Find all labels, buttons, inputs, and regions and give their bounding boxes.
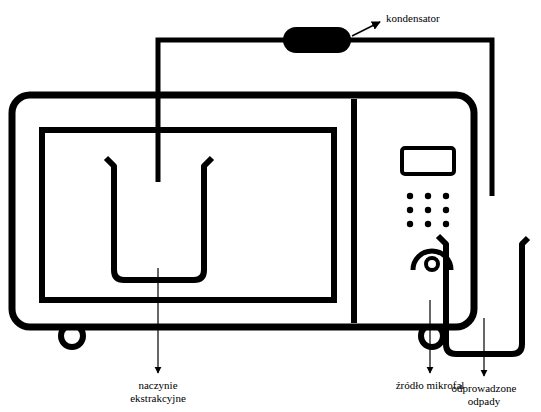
oven-door-window <box>42 130 334 300</box>
tube <box>158 40 492 196</box>
display <box>402 148 454 174</box>
part-label: kondensator <box>386 12 466 25</box>
leader-arrow <box>429 300 430 373</box>
condenser <box>283 27 351 53</box>
knob <box>426 258 438 270</box>
part-label: naczynie ekstrakcyjne <box>113 379 203 405</box>
leader-arrow <box>483 318 484 376</box>
leader-arrow <box>157 268 158 373</box>
leader-arrow <box>352 22 380 36</box>
oven-body <box>12 95 474 327</box>
part-label: odprowadzone odpady <box>441 382 527 408</box>
waste-beaker <box>438 236 528 354</box>
buttons <box>407 193 449 227</box>
extraction-vessel <box>106 158 212 280</box>
panel-divider <box>351 99 357 323</box>
